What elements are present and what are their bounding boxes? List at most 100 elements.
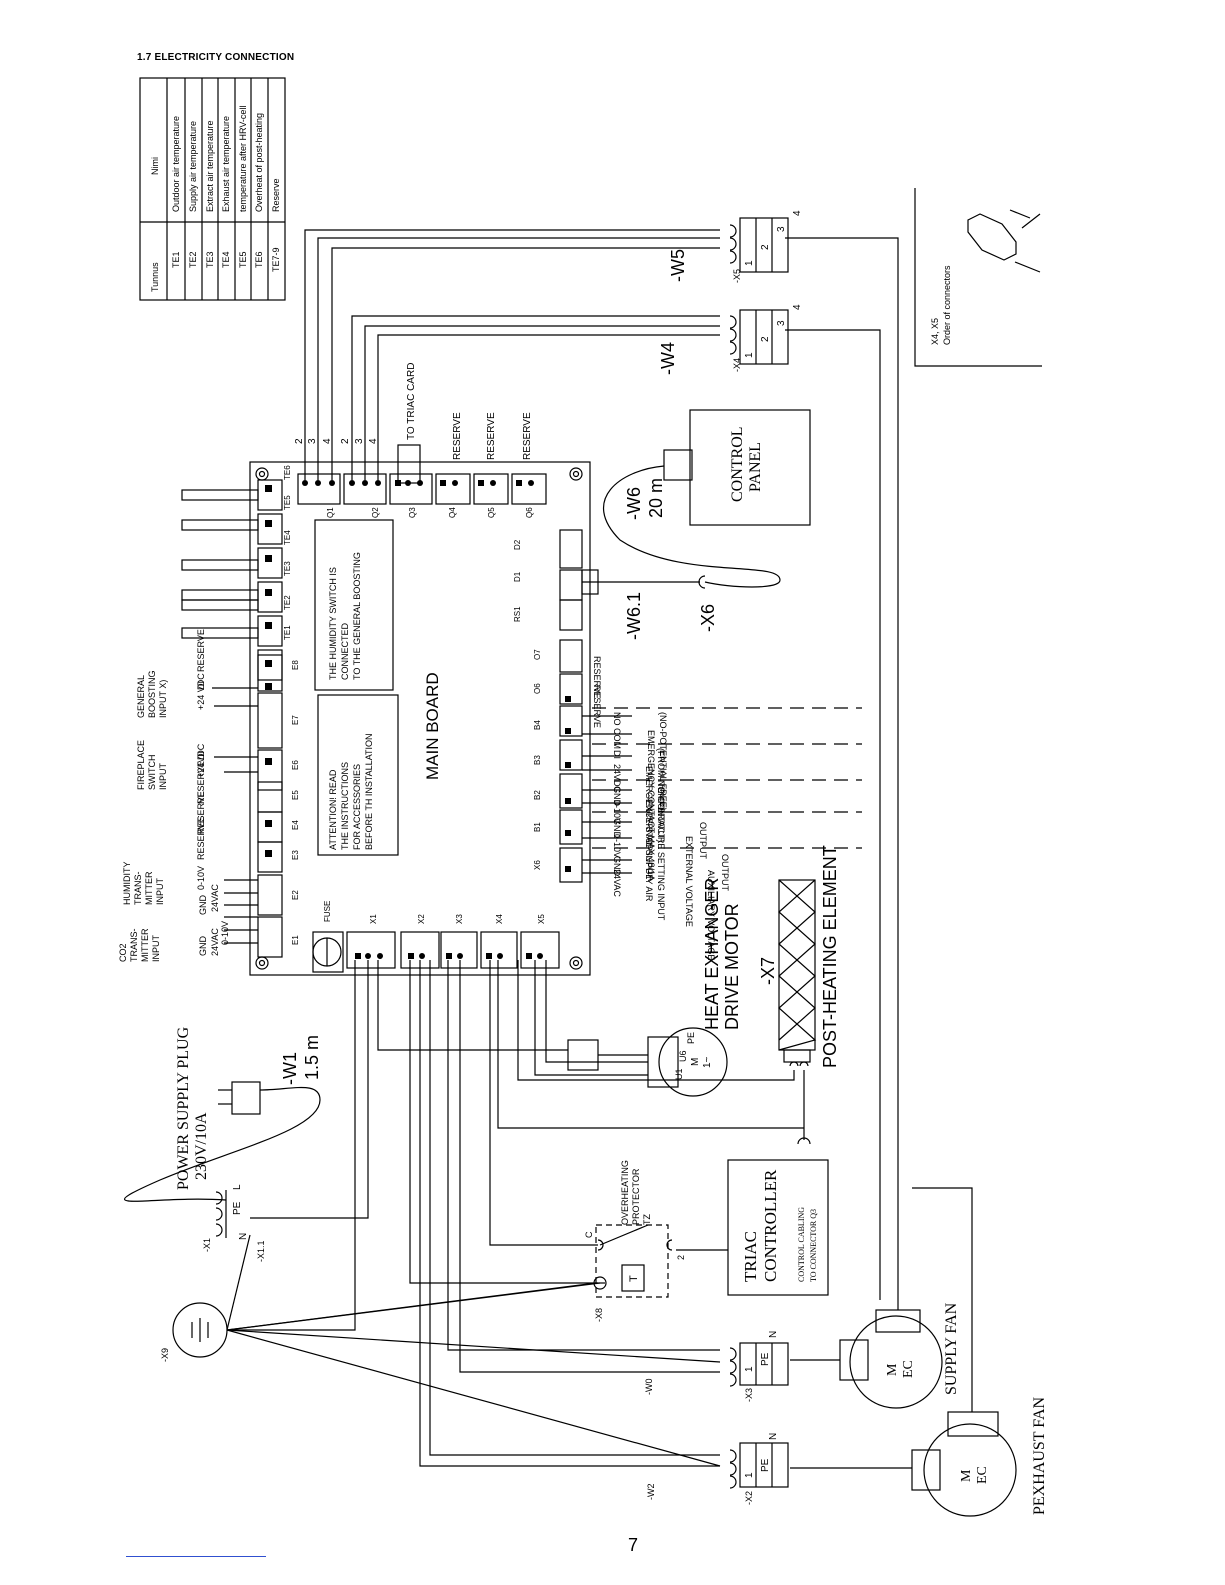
q6-terminal-label: Q6 <box>525 507 534 518</box>
x7-label: -X7 <box>758 957 778 985</box>
e1-terminal-label: E1 <box>291 935 300 945</box>
right-010v-b2: 0-10V <box>612 800 622 824</box>
attention-note-4: BEFORE TH INSTALLATION <box>364 733 374 850</box>
control-panel-label-2: PANEL <box>747 442 764 492</box>
right-no: NO <box>612 712 622 726</box>
x5-pin-1: 1 <box>744 260 755 266</box>
triac-label-1: TRIAC <box>741 1231 760 1282</box>
fuse <box>312 931 344 973</box>
right-tempset-1: EXTERNAL SUPPLY AIR <box>644 800 654 902</box>
w5-label: -W5 <box>668 249 688 282</box>
left-24vac-2: 24VAC <box>210 884 220 912</box>
e5-terminal-label: E5 <box>291 790 300 800</box>
e8-terminal-label: E8 <box>291 660 300 670</box>
q1-terminal-label: Q1 <box>326 507 335 518</box>
left-24vac-1: 24VAC <box>210 928 220 956</box>
right-di: DI <box>612 750 622 759</box>
humidity-label-3: MITTER <box>144 871 154 905</box>
table-code-te4: TE4 <box>221 251 231 268</box>
x4-pin-3: 3 <box>776 320 787 326</box>
overheating-label-3: TZ <box>642 1214 652 1225</box>
x1-pin-n: N <box>238 1233 249 1240</box>
right-estop-2: (FROM NO-CONTACT) <box>656 748 666 842</box>
humidity-label-1: HUMIDITY <box>122 862 132 906</box>
fireplace-label-1: FIREPLACE <box>136 740 146 790</box>
right-terminal-blocks <box>559 529 583 883</box>
left-gnd-1: GND <box>198 936 208 957</box>
e2-terminal-label: E2 <box>291 890 300 900</box>
x-terminal-blocks <box>346 931 560 969</box>
control-panel-box <box>689 409 811 526</box>
x9-conn-label: -X9 <box>160 1348 170 1362</box>
right-econtact-2: (NO-POTENTIAL FREE) <box>658 712 668 811</box>
tz-t-label: T <box>628 1275 640 1282</box>
motor-1-label: 1~ <box>702 1056 713 1068</box>
te2-terminal-label: TE2 <box>283 595 292 610</box>
w6-label: -W6 <box>624 487 644 520</box>
table-code-te1: TE1 <box>171 251 181 268</box>
right-tempset-2: TEMPERATURE SETTING INPUT <box>656 782 666 921</box>
q2-terminal-label: Q2 <box>371 507 380 518</box>
x4-pin-1: 1 <box>744 352 755 358</box>
right-gnd-b2: GND <box>612 786 622 807</box>
w4-label: -W4 <box>658 342 678 375</box>
b4-terminal-label: B4 <box>533 720 542 730</box>
power-plug-label-1: POWER SUPPLY PLUG <box>175 1026 192 1190</box>
table-code-te3: TE3 <box>205 251 215 268</box>
o7-terminal-label: O7 <box>533 649 542 660</box>
right-reserve-o7: RESERVE <box>592 656 602 699</box>
table-code-te6: TE6 <box>254 251 264 268</box>
x1-terminal-label: X1 <box>369 914 378 924</box>
humidity-label-4: INPUT <box>155 877 165 905</box>
x3-terminal-label: X3 <box>455 914 464 924</box>
attention-note-box <box>317 694 399 856</box>
x1-power-connector <box>123 1081 321 1238</box>
x5-terminal-label: X5 <box>537 914 546 924</box>
left-signal-lines <box>212 687 258 944</box>
attention-note-3: FOR ACCESSORIES <box>352 764 362 850</box>
w1-label: -W1 <box>280 1052 300 1085</box>
left-reserve-e8: RESERVE <box>196 629 206 672</box>
exhaust-fan <box>729 1187 1017 1517</box>
general-label-2: BOOSTING <box>147 670 157 718</box>
ground-and-power-wires <box>172 960 721 1467</box>
to-triac-card-label: TO TRIAC CARD <box>406 363 417 440</box>
w6-length: 20 m <box>646 478 666 518</box>
e3-terminal-label: E3 <box>291 850 300 860</box>
d2-terminal-label: D2 <box>513 539 522 550</box>
table-name-te6: Overheat of post-heating <box>254 113 264 212</box>
exhaust-fan-m: M <box>959 1469 974 1482</box>
motor-m-label: M <box>690 1058 701 1066</box>
x5-pin-4: 4 <box>792 210 803 216</box>
general-label-3: INPUT X) <box>158 680 168 718</box>
supply-fan-ec: EC <box>901 1360 916 1378</box>
heat-exchanger-motor <box>377 960 728 1097</box>
q6-reserve-label: RESERVE <box>522 412 533 460</box>
attention-note-1: ATTENTION! READ <box>328 769 338 850</box>
tz-c-label: C <box>584 1231 594 1238</box>
x3-pin-pe: PE <box>760 1352 771 1366</box>
fan-control-wires <box>304 229 899 1310</box>
power-plug-label-2: 230V/10A <box>193 1112 210 1180</box>
general-label-1: GENERAL <box>136 675 146 718</box>
motor-pe-label: PE <box>686 1032 696 1044</box>
left-gnd-2: GND <box>198 895 208 916</box>
b3-terminal-label: B3 <box>533 755 542 765</box>
x2-conn-label: -X2 <box>744 1491 754 1505</box>
right-24vdc: 24VDC <box>612 764 622 794</box>
table-name-te7: Reserve <box>271 178 281 212</box>
q5-terminal-label: Q5 <box>487 507 496 518</box>
x5-pin-2: 2 <box>760 244 771 250</box>
q2-wire-4: 4 <box>368 438 379 444</box>
right-aux-1: AUXILIARY VOLTAGE <box>706 870 716 960</box>
motor-u1-label: U1 <box>674 1068 684 1080</box>
te4-terminal-label: TE4 <box>283 530 292 545</box>
right-extvolt-1: EXTERNAL VOLTAGE <box>684 836 694 927</box>
right-estop-1: EMERGENCY STOP INPUT <box>644 766 654 881</box>
overheating-protector <box>489 960 673 1298</box>
left-reserve-e4: RESERVE <box>196 791 206 834</box>
triac-label-2: CONTROLLER <box>761 1169 780 1282</box>
x4-conn-label: -X4 <box>732 358 742 372</box>
x2-terminal-label: X2 <box>417 914 426 924</box>
te6-terminal-label: TE6 <box>283 465 292 480</box>
